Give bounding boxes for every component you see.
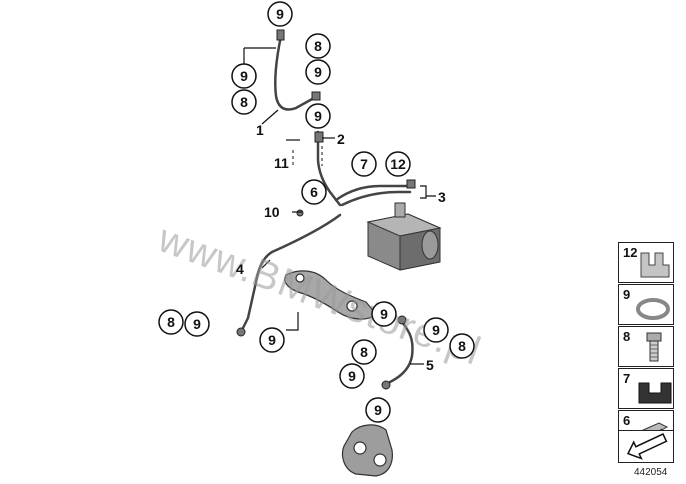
- callout-circle[interactable]: 9: [371, 301, 397, 327]
- callout-circle[interactable]: 8: [351, 339, 377, 365]
- svg-text:9: 9: [348, 368, 356, 384]
- svg-text:9: 9: [314, 108, 322, 124]
- svg-text:9: 9: [276, 6, 284, 22]
- svg-text:8: 8: [240, 94, 248, 110]
- part-label: 10: [264, 204, 280, 220]
- svg-text:8: 8: [314, 38, 322, 54]
- svg-text:9: 9: [240, 68, 248, 84]
- callout-circle[interactable]: 8: [305, 33, 331, 59]
- legend-item-12[interactable]: 12: [618, 242, 674, 283]
- svg-text:9: 9: [268, 332, 276, 348]
- callout-circle[interactable]: 12: [385, 151, 411, 177]
- callout-circle[interactable]: 9: [365, 397, 391, 423]
- callout-circle[interactable]: 8: [449, 333, 475, 359]
- part-label: 3: [438, 189, 446, 205]
- legend-item-7[interactable]: 7: [618, 368, 674, 409]
- callout-circle[interactable]: 9: [423, 317, 449, 343]
- navigation-arrow-icon: [626, 433, 668, 460]
- svg-text:12: 12: [390, 156, 406, 172]
- svg-text:9: 9: [193, 316, 201, 332]
- callout-circle[interactable]: 9: [305, 103, 331, 129]
- part-label: 2: [337, 131, 345, 147]
- rubber-grommet-icon: [638, 382, 672, 404]
- callout-circle[interactable]: 7: [351, 151, 377, 177]
- callout-circle[interactable]: 6: [301, 179, 327, 205]
- brake-line-4: [240, 213, 342, 332]
- svg-text:7: 7: [360, 156, 368, 172]
- banjo-bolt-icon: [646, 332, 662, 362]
- svg-text:6: 6: [310, 184, 318, 200]
- mounting-bracket: [284, 270, 377, 320]
- legend-number: 12: [623, 245, 638, 260]
- svg-text:9: 9: [374, 402, 382, 418]
- legend-number: 8: [623, 329, 631, 344]
- callout-circle[interactable]: 9: [305, 59, 331, 85]
- svg-text:8: 8: [458, 338, 466, 354]
- brake-line-1: [273, 34, 316, 111]
- svg-text:8: 8: [360, 344, 368, 360]
- svg-text:9: 9: [314, 64, 322, 80]
- part-label: 11: [274, 155, 289, 171]
- legend-nav-arrow[interactable]: [618, 430, 674, 463]
- brake-line-5: [388, 320, 414, 384]
- part-label: 5: [426, 357, 434, 373]
- brake-caliper: [341, 424, 393, 477]
- legend-number: 9: [623, 287, 631, 302]
- clip-bracket-icon: [640, 252, 670, 278]
- sealing-ring-icon: [636, 298, 670, 320]
- legend-item-8[interactable]: 8: [618, 326, 674, 367]
- callout-circle[interactable]: 8: [158, 309, 184, 335]
- part-label: 4: [236, 261, 244, 277]
- svg-text:9: 9: [432, 322, 440, 338]
- callout-circle[interactable]: 9: [184, 311, 210, 337]
- callout-circle[interactable]: 9: [339, 363, 365, 389]
- svg-text:9: 9: [380, 306, 388, 322]
- callout-circle[interactable]: 9: [259, 327, 285, 353]
- abs-pressure-modulator: [366, 202, 442, 271]
- brake-line-3: [334, 184, 412, 202]
- legend-number: 7: [623, 371, 631, 386]
- diagram-number: 442054: [634, 467, 668, 478]
- part-label: 1: [256, 122, 264, 138]
- callout-circle[interactable]: 9: [267, 1, 293, 27]
- legend-item-9[interactable]: 9: [618, 284, 674, 325]
- callout-circle[interactable]: 8: [231, 89, 257, 115]
- brake-line-2: [316, 130, 342, 207]
- svg-text:8: 8: [167, 314, 175, 330]
- legend-number: 6: [623, 413, 631, 428]
- callout-circle[interactable]: 9: [231, 63, 257, 89]
